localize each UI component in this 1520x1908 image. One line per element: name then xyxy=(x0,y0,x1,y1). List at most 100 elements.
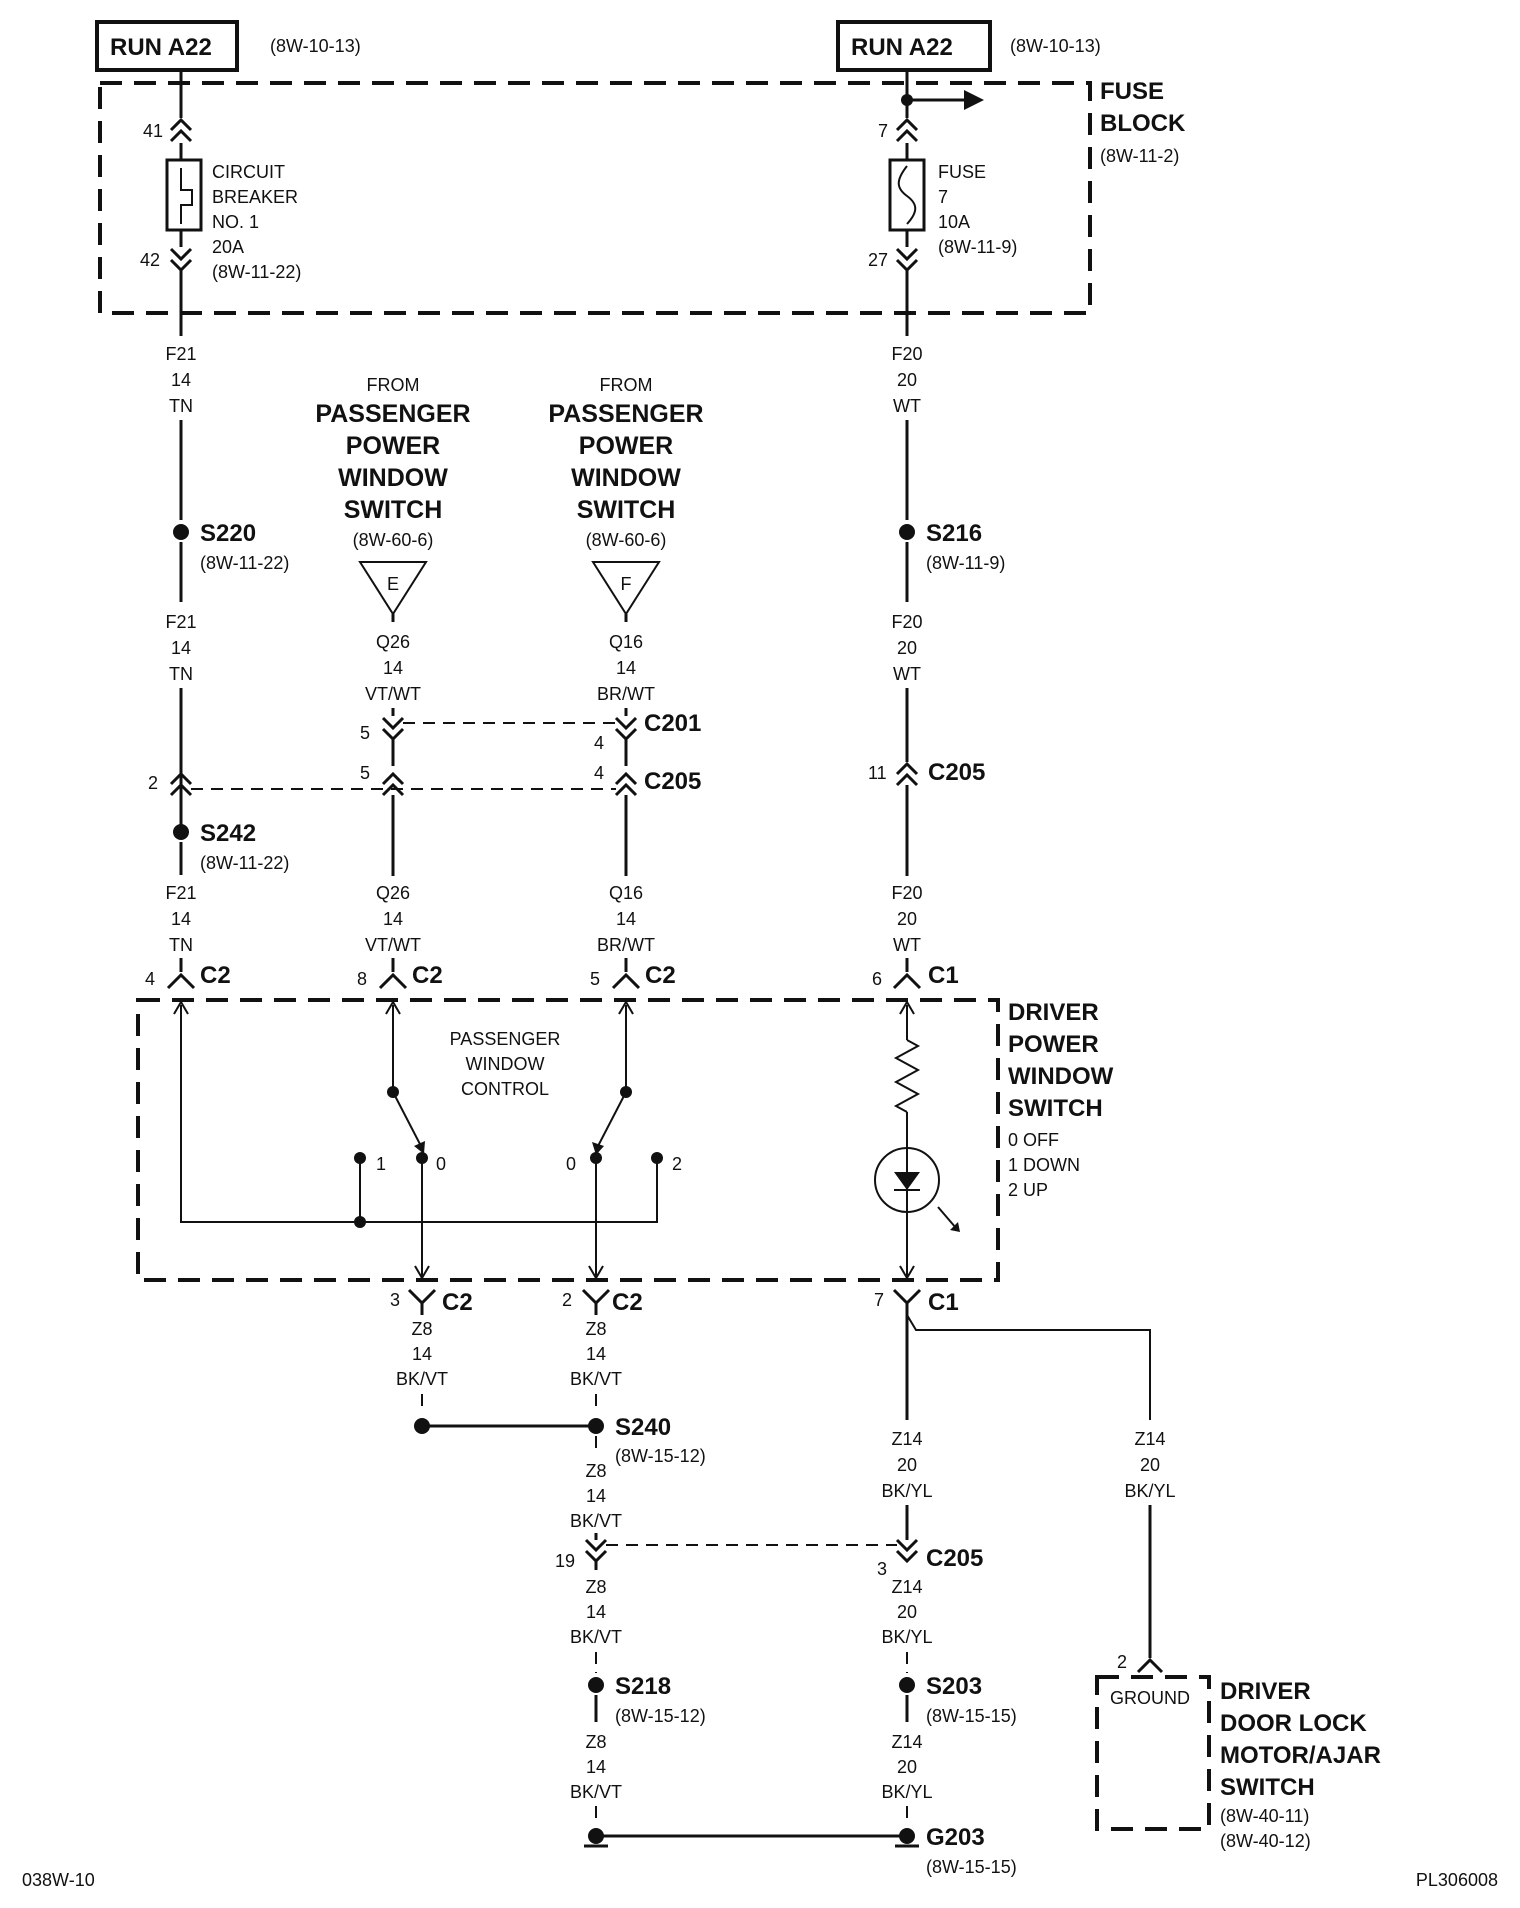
splice-dot xyxy=(588,1418,604,1434)
fuse-number: 7 xyxy=(938,187,948,207)
power-source-left: RUN A22 (8W-10-13) xyxy=(95,20,361,72)
component-label: SWITCH xyxy=(1008,1095,1103,1122)
circuit-z14: Z14 20 BK/YL 3 C205 Z14 20 BK/YL S203 (8… xyxy=(877,1303,1176,1877)
connector-label: C205 xyxy=(926,1545,983,1572)
wire-gauge: 14 xyxy=(383,658,403,678)
wire-gauge: 14 xyxy=(383,909,403,929)
wire-gauge: 20 xyxy=(897,370,917,390)
connector-c205-bottom-right xyxy=(895,1538,919,1564)
wire-code: Z8 xyxy=(585,1577,606,1597)
switch-arm-left xyxy=(392,1091,423,1149)
from-component: PASSENGER xyxy=(548,400,703,428)
splice-label: S242 xyxy=(200,820,256,847)
connector-label: C201 xyxy=(644,710,701,737)
splice-ref: (8W-15-12) xyxy=(615,1706,706,1726)
connector-pin: 5 xyxy=(360,763,370,783)
from-passenger-switch-e: FROM PASSENGER POWER WINDOW SWITCH (8W-6… xyxy=(315,375,471,716)
connector-c205-right xyxy=(895,761,919,787)
control-label: PASSENGER xyxy=(450,1029,561,1049)
splice-dot xyxy=(173,824,189,840)
splice-label: S203 xyxy=(926,1673,982,1700)
light-arrow-icon xyxy=(950,1222,960,1232)
connector-c205-top: 2 5 4 C205 xyxy=(148,763,701,876)
wire-color: BK/VT xyxy=(570,1627,622,1647)
ground-ref: (8W-15-15) xyxy=(926,1857,1017,1877)
connector-pin: 4 xyxy=(145,969,155,989)
wire-code: F21 xyxy=(165,344,196,364)
wire-code: Q26 xyxy=(376,632,410,652)
from-ref: (8W-60-6) xyxy=(353,530,434,550)
fuse-pin-in: 7 xyxy=(878,121,888,141)
switch-arrow-icon xyxy=(414,1141,425,1154)
circuit-q26-lower: Q26 14 VT/WT xyxy=(365,883,421,972)
breaker-ref: (8W-11-22) xyxy=(212,262,301,282)
wire-code: F21 xyxy=(165,612,196,632)
connector-label: C2 xyxy=(412,962,443,989)
from-component: WINDOW xyxy=(338,464,448,492)
wire-color: BK/VT xyxy=(396,1369,448,1389)
pin-function-label: GROUND xyxy=(1110,1688,1190,1708)
switch-position-label: 2 UP xyxy=(1008,1180,1048,1200)
fuse-block-title-1: FUSE xyxy=(1100,78,1164,105)
connector-pin: 2 xyxy=(562,1290,572,1310)
splice-ref: (8W-15-12) xyxy=(615,1446,706,1466)
connector-c205-bottom-left xyxy=(584,1538,608,1564)
from-label: FROM xyxy=(367,375,420,395)
power-source-label: RUN A22 xyxy=(851,34,953,61)
component-label: WINDOW xyxy=(1008,1063,1114,1090)
arrow-right-icon xyxy=(964,90,984,110)
page-number: 038W-10 xyxy=(22,1870,95,1890)
from-passenger-switch-f: FROM PASSENGER POWER WINDOW SWITCH (8W-6… xyxy=(548,375,704,716)
fuse-block-outline xyxy=(98,81,1092,315)
fuse-label: FUSE xyxy=(938,162,986,182)
breaker-pin-in: 41 xyxy=(143,121,163,141)
from-label: FROM xyxy=(600,375,653,395)
from-component: WINDOW xyxy=(571,464,681,492)
switch-position-label: 0 OFF xyxy=(1008,1130,1059,1150)
from-component: POWER xyxy=(579,432,673,460)
driver-door-lock-motor: 2 GROUND DRIVER DOOR LOCK MOTOR/AJAR SWI… xyxy=(1095,1652,1381,1851)
breaker-label: BREAKER xyxy=(212,187,298,207)
ground-dot xyxy=(899,1828,915,1844)
component-label: DRIVER xyxy=(1220,1678,1311,1705)
wire-code: Z14 xyxy=(1134,1429,1165,1449)
wire-gauge: 14 xyxy=(616,909,636,929)
wire-color: BR/WT xyxy=(597,935,655,955)
wire-color: TN xyxy=(169,664,193,684)
switch-contact xyxy=(354,1152,366,1164)
connector-pin: 3 xyxy=(390,1290,400,1310)
wire-color: VT/WT xyxy=(365,684,421,704)
wire-code: Q16 xyxy=(609,883,643,903)
wire-gauge: 14 xyxy=(171,909,191,929)
wire-color: TN xyxy=(169,396,193,416)
switch-contact xyxy=(651,1152,663,1164)
wire-color: BK/VT xyxy=(570,1369,622,1389)
wire-color: BK/YL xyxy=(881,1627,932,1647)
switch-arrow-icon xyxy=(592,1142,604,1155)
connector-tag: F xyxy=(621,574,632,594)
connector-pin: 4 xyxy=(594,763,604,783)
connector-c201: 5 4 C201 xyxy=(360,710,701,766)
wire-code: F20 xyxy=(891,612,922,632)
wire-gauge: 14 xyxy=(586,1602,606,1622)
wire-gauge: 20 xyxy=(897,909,917,929)
fuse-7: 7 27 FUSE 7 10A (8W-11-9) xyxy=(868,70,1017,273)
wire-color: BK/YL xyxy=(881,1782,932,1802)
wire-color: BK/YL xyxy=(881,1481,932,1501)
breaker-rating: 20A xyxy=(212,237,244,257)
connectors-switch-top: 4 C2 8 C2 5 C2 6 C1 xyxy=(145,962,959,990)
connector-label: C2 xyxy=(200,962,231,989)
wire-code: Z14 xyxy=(891,1429,922,1449)
wire-gauge: 20 xyxy=(897,1602,917,1622)
wire-color: VT/WT xyxy=(365,935,421,955)
switch-contact-label: 2 xyxy=(672,1154,682,1174)
splice-dot xyxy=(899,1677,915,1693)
from-component: POWER xyxy=(346,432,440,460)
power-source-right: RUN A22 (8W-10-13) xyxy=(836,20,1101,72)
connector-pin: 4 xyxy=(594,733,604,753)
splice-label: S218 xyxy=(615,1673,671,1700)
connector-triangle-icon xyxy=(358,561,428,616)
wire-gauge: 14 xyxy=(586,1486,606,1506)
component-ref: (8W-40-11) xyxy=(1220,1806,1309,1826)
